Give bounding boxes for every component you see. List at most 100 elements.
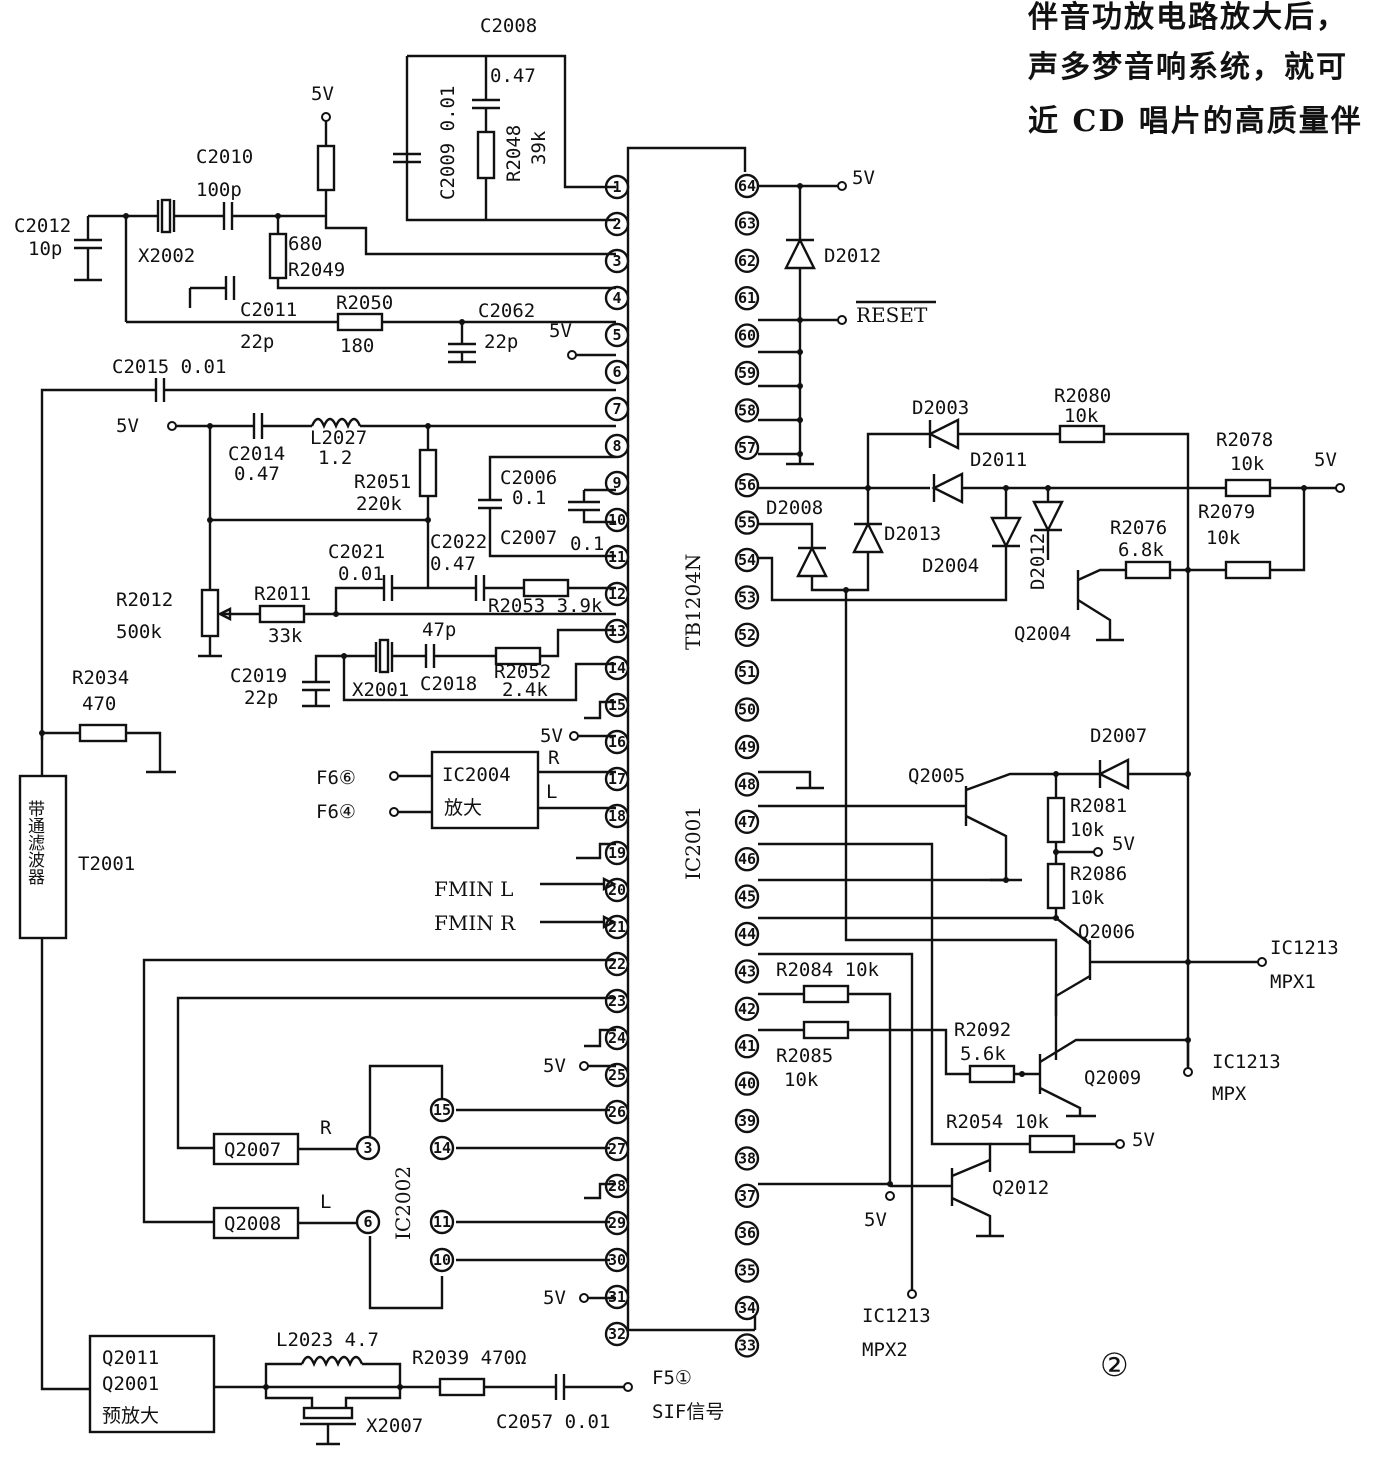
preamp-block <box>88 1334 216 1434</box>
svg-text:48: 48 <box>738 775 756 793</box>
svg-text:25: 25 <box>608 1066 626 1084</box>
r2078-value: 10k <box>1230 453 1265 475</box>
r2012-label: R2012 <box>116 589 173 611</box>
ic2001-part: TB1204N <box>681 554 705 650</box>
svg-text:39: 39 <box>738 1112 756 1130</box>
x2007-filter <box>302 1406 354 1420</box>
ic2001-pin-22: 22 <box>604 951 630 977</box>
ic1213-mpx1-a: IC1213 <box>1270 937 1339 959</box>
x2002-label: X2002 <box>138 245 195 267</box>
d2012-label: D2012 <box>824 245 881 267</box>
d2012b-label: D2012 <box>1027 533 1049 590</box>
svg-text:4: 4 <box>612 289 621 307</box>
ic1213-mpx-b: MPX <box>1212 1083 1247 1105</box>
svg-text:11: 11 <box>433 1213 451 1231</box>
r2054-label: R2054 10k <box>946 1111 1050 1133</box>
v5-pin17: 5V <box>540 725 563 747</box>
r2049-value: 680 <box>288 233 322 255</box>
ic2001-pin-34: 34 <box>734 1295 760 1321</box>
l2027-label: L2027 <box>310 427 367 449</box>
ic2001-pin-17: 17 <box>604 766 630 792</box>
l2027-inductor <box>310 417 362 430</box>
c2062-value: 22p <box>484 331 518 353</box>
c2011-label: C2011 <box>240 299 297 321</box>
ic2001-pin-40: 40 <box>734 1071 760 1096</box>
r2012-value: 500k <box>116 621 162 643</box>
pullup-resistor <box>316 144 336 192</box>
r2011-label: R2011 <box>254 583 311 605</box>
svg-text:23: 23 <box>608 992 626 1010</box>
ic2002-pin-11: 11 <box>429 1209 455 1235</box>
c2006-label: C2006 <box>500 467 557 489</box>
ic2001-pin-46: 46 <box>734 847 760 872</box>
f6-6-label: F6⑥ <box>316 767 356 789</box>
r2079-label: R2079 <box>1198 501 1255 523</box>
r2078-label: R2078 <box>1216 429 1273 451</box>
ic2001-body <box>626 146 747 1330</box>
q2005-label: Q2005 <box>908 765 965 787</box>
ic2001-pin-61: 61 <box>734 286 760 311</box>
ic2001-pin-48: 48 <box>734 772 760 797</box>
r2039-label: R2039 470Ω <box>412 1347 526 1369</box>
svg-text:57: 57 <box>738 439 756 457</box>
ic2001-pin-52: 52 <box>734 622 760 647</box>
ic2001-pin-31: 31 <box>604 1284 630 1310</box>
v5-mid: 5V <box>1112 833 1135 855</box>
ic2001-left-pins: 1234567891011121314151617181920212223242… <box>604 174 630 1347</box>
ic2004-out-l: L <box>546 781 557 803</box>
ic2001-pin-11: 11 <box>604 544 630 570</box>
svg-text:14: 14 <box>433 1139 451 1157</box>
svg-text:16: 16 <box>608 733 626 751</box>
ic2001-pin-56: 56 <box>734 473 760 498</box>
ic1213-mpx-a: IC1213 <box>1212 1051 1281 1073</box>
r2081-resistor <box>1046 796 1066 844</box>
r2086-label: R2086 <box>1070 863 1127 885</box>
ic2001-right-pins: 6463626160595857565554535251504948474645… <box>734 173 760 1358</box>
ic2001-pin-24: 24 <box>604 1025 630 1051</box>
ic2001-pin-25: 25 <box>604 1062 630 1088</box>
r2085-label: R2085 <box>776 1045 833 1067</box>
svg-text:61: 61 <box>738 289 756 307</box>
d2008-diode <box>796 545 828 578</box>
d2013-label: D2013 <box>884 523 941 545</box>
r2034-resistor <box>78 723 128 743</box>
ic2001-pin-64: 64 <box>734 173 760 199</box>
c2008-label: C2008 <box>480 15 537 37</box>
v5-top: 5V <box>311 83 334 105</box>
svg-text:35: 35 <box>738 1262 756 1280</box>
svg-text:13: 13 <box>608 622 626 640</box>
v5-pin6: 5V <box>549 320 572 342</box>
ic2001-pin-15: 15 <box>604 692 630 718</box>
r2034-label: R2034 <box>72 667 129 689</box>
svg-text:24: 24 <box>608 1029 626 1047</box>
ic2001-pin-23: 23 <box>604 988 630 1014</box>
svg-text:6: 6 <box>363 1213 372 1231</box>
svg-text:40: 40 <box>738 1075 756 1093</box>
ic2001-pin-53: 53 <box>734 585 760 610</box>
ic2001-pin-35: 35 <box>734 1258 760 1283</box>
channel-r: R <box>320 1117 332 1139</box>
ic2002-pin-6: 6 <box>355 1209 381 1235</box>
ic2002-pin-14: 14 <box>429 1135 455 1161</box>
svg-text:47: 47 <box>738 813 756 831</box>
v5-right: 5V <box>1314 449 1337 471</box>
ic2001-pin-55: 55 <box>734 510 760 535</box>
c2057-label: C2057 0.01 <box>496 1411 610 1433</box>
c2014-label: C2014 <box>228 443 285 465</box>
r2048-resistor <box>476 130 496 180</box>
svg-text:43: 43 <box>738 962 756 980</box>
ic2001-pin-51: 51 <box>734 660 760 685</box>
c2019-value: 22p <box>244 687 278 709</box>
t2001-body: 带通滤波器 <box>24 800 45 885</box>
f6-4-label: F6④ <box>316 801 356 823</box>
v5-pin64: 5V <box>852 167 875 189</box>
svg-text:51: 51 <box>738 663 756 681</box>
r2050-label: R2050 <box>336 292 393 314</box>
r2079-value: 10k <box>1206 527 1241 549</box>
ic2002-label: IC2002 <box>391 1166 415 1240</box>
ic2001-pin-28: 28 <box>604 1173 630 1199</box>
r2051-label: R2051 <box>354 471 411 493</box>
svg-text:22: 22 <box>608 955 626 973</box>
prose-line-3: 近 CD 唱片的高质量伴 <box>1028 104 1363 139</box>
fmin-l-label: FMIN L <box>434 877 513 901</box>
